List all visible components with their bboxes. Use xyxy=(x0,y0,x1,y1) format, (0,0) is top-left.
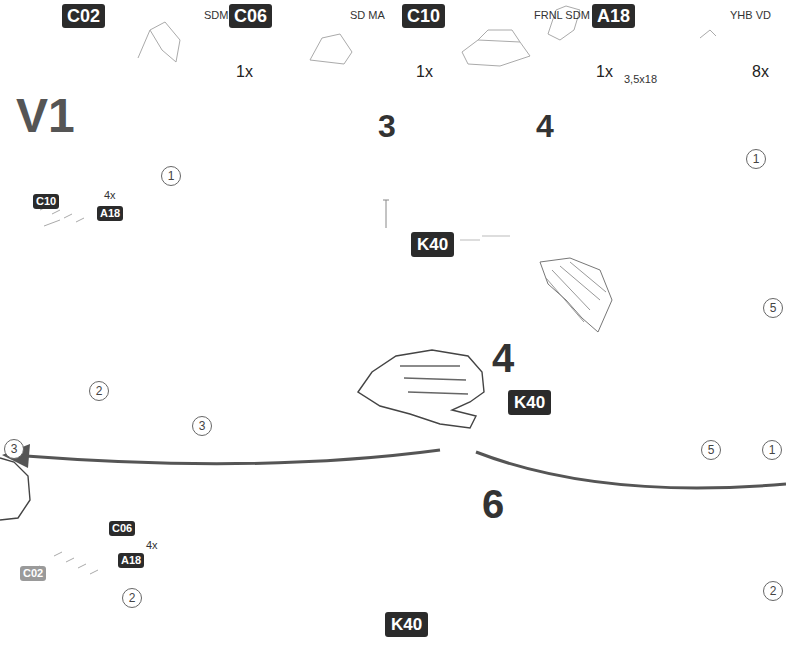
part-badge: C02 xyxy=(62,4,105,28)
part-name: FRNL SDM xyxy=(534,10,590,21)
callout-number: 1 xyxy=(746,149,766,169)
turn-arrow xyxy=(476,452,786,488)
part-code: K40 xyxy=(514,393,545,412)
part-sketch xyxy=(462,40,530,66)
step-number: 4 xyxy=(492,338,514,378)
part-name: YHB VD xyxy=(730,10,771,21)
pin-sketch xyxy=(44,220,60,226)
part-badge: A18 xyxy=(118,553,144,568)
finger-lines xyxy=(400,366,468,394)
part-sketch xyxy=(478,30,520,42)
part-badge: K40 xyxy=(411,232,454,257)
part-sketch xyxy=(138,22,180,62)
step-number: 6 xyxy=(482,484,504,524)
hand-sketch xyxy=(0,350,484,520)
callout-number: 2 xyxy=(122,588,142,608)
callout-number: 1 xyxy=(762,440,782,460)
part-sketches xyxy=(30,6,716,574)
part-code: C10 xyxy=(36,195,56,207)
part-code: C10 xyxy=(407,6,440,26)
part-name: SD MA xyxy=(350,10,385,21)
part-name: SDM xyxy=(204,10,228,21)
part-badge: K40 xyxy=(508,390,551,415)
callout-number: 1 xyxy=(161,166,181,186)
callout-number: 5 xyxy=(701,440,721,460)
part-badge: C10 xyxy=(33,194,59,209)
part-code: C02 xyxy=(23,567,43,579)
callout-number: 3 xyxy=(192,416,212,436)
quantity: 4x xyxy=(104,190,116,201)
hatching xyxy=(546,262,606,322)
quantity: 4x xyxy=(146,540,158,551)
part-code: A18 xyxy=(100,207,120,219)
turn-arrows xyxy=(26,450,786,488)
part-sketch xyxy=(150,30,176,62)
panel-sketch xyxy=(540,258,612,332)
step-number: 4 xyxy=(536,110,554,142)
part-code: K40 xyxy=(417,235,448,254)
dimension: 3,5x18 xyxy=(624,74,657,85)
callout-number: 5 xyxy=(763,298,783,318)
step-number: 3 xyxy=(378,110,396,142)
part-code: C06 xyxy=(234,6,267,26)
part-badge: C06 xyxy=(229,4,272,28)
hand-sketch xyxy=(358,350,484,428)
quantity: 1x xyxy=(596,64,613,80)
quantity: 8x xyxy=(752,64,769,80)
part-badge: C10 xyxy=(402,4,445,28)
dowel-sketch xyxy=(700,30,716,38)
variant-label: V1 xyxy=(16,92,75,140)
screw-sketch xyxy=(383,200,389,228)
quantity: 1x xyxy=(236,64,253,80)
panel-sketch xyxy=(540,258,612,332)
callout-number: 3 xyxy=(4,439,24,459)
part-code: C06 xyxy=(112,522,132,534)
part-sketch xyxy=(310,34,352,64)
part-code: A18 xyxy=(121,554,141,566)
callout-number: 2 xyxy=(763,581,783,601)
part-code: C02 xyxy=(67,6,100,26)
part-badge: A18 xyxy=(592,4,635,28)
hand-sketch xyxy=(0,458,30,520)
part-code: A18 xyxy=(597,6,630,26)
part-code: K40 xyxy=(391,615,422,634)
part-badge: K40 xyxy=(385,612,428,637)
callout-number: 2 xyxy=(89,381,109,401)
part-badge: A18 xyxy=(97,206,123,221)
part-badge: C02 xyxy=(20,566,46,581)
hole-sketch xyxy=(460,236,510,240)
quantity: 1x xyxy=(416,64,433,80)
turn-arrow xyxy=(26,450,440,464)
part-badge: C06 xyxy=(109,521,135,536)
